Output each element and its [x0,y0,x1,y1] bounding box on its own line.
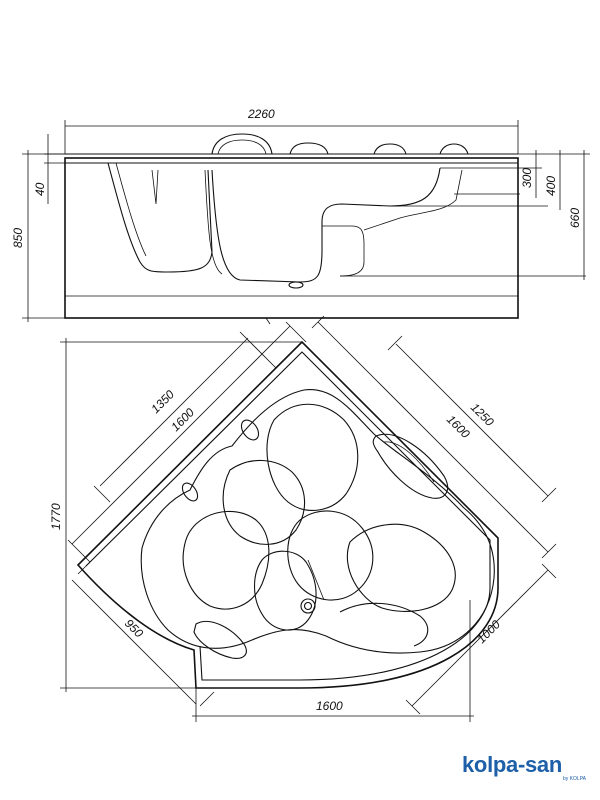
dim-depth-1: 300 [520,168,534,188]
logo-wordmark: kolpa-san [462,752,562,777]
dim-total-height: 1770 [49,503,63,530]
brand-logo: kolpa-san by KOLPA [462,752,586,786]
dim-depth-2: 400 [544,176,558,196]
headrest [211,133,273,155]
dim-right-inner: 1250 [468,400,497,429]
basin-profile [107,162,441,283]
dim-depth-3: 660 [568,208,582,228]
dim-left-outer: 1600 [168,405,197,434]
headrest-top-view [372,433,449,499]
top-view: 1350 1600 1250 1600 1770 950 1000 1600 [49,315,557,722]
dim-bottom-width: 1600 [316,699,343,713]
dim-height: 850 [11,228,25,248]
dim-left-inner: 1350 [148,387,177,416]
dim-left-lower: 950 [122,616,146,640]
basin-rim [140,389,495,654]
side-view-outline [64,157,519,319]
side-view: 2260 850 40 300 400 660 [11,107,590,325]
top-view-outline [76,340,499,689]
dim-length: 2260 [247,107,275,121]
drain-icon [300,598,316,614]
dim-rim: 40 [33,182,47,196]
logo-tagline: by KOLPA [563,776,586,782]
